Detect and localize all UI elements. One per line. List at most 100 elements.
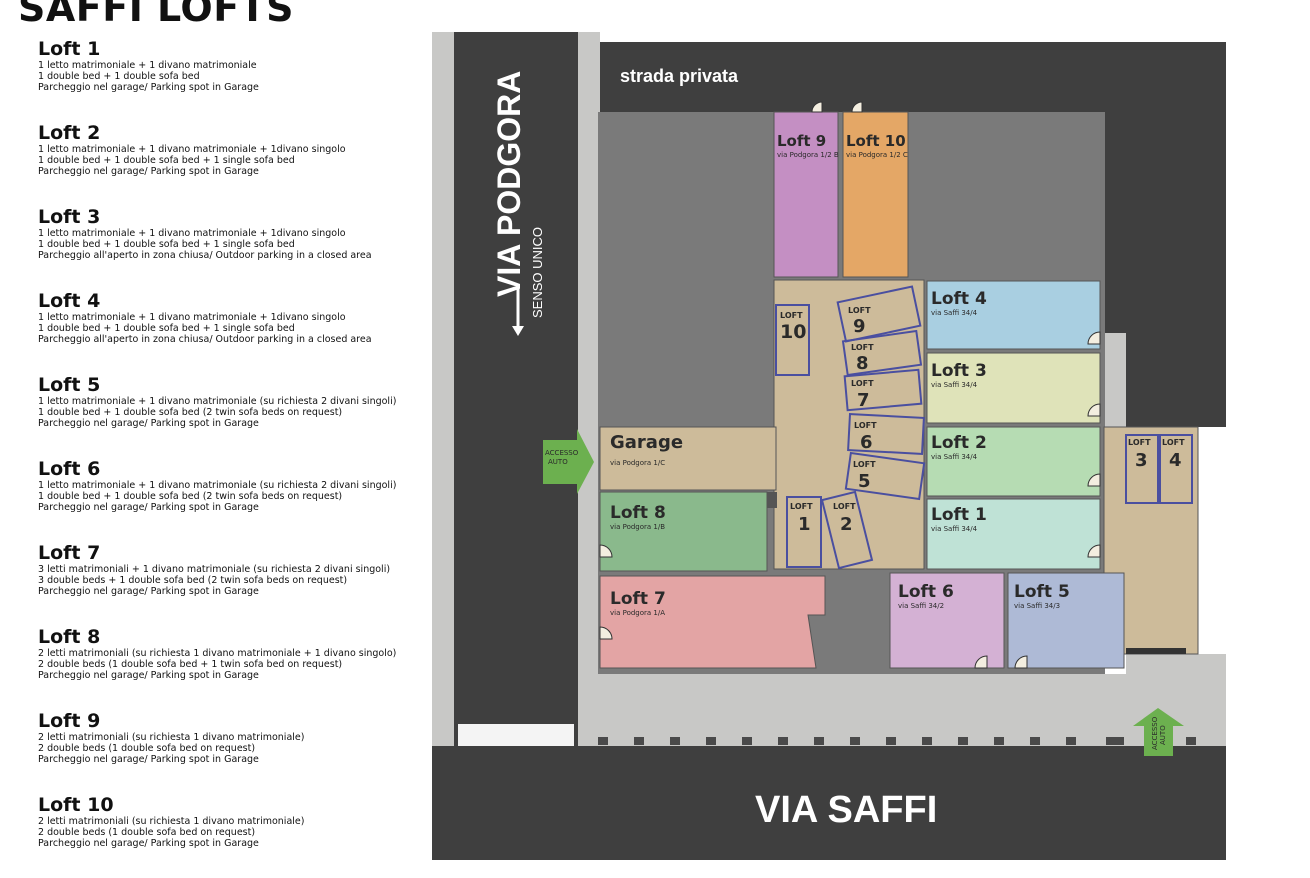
loft-entry-detail: Parcheggio nel garage/ Parking spot in G… [38,586,259,597]
door-icon [1087,473,1101,487]
loft-5-address: via Saffi 34/3 [1014,602,1060,610]
loft-entry-detail: 1 double bed + 1 double sofa bed + 1 sin… [38,239,295,250]
parking-spots [775,285,1193,570]
spot-5-number: 5 [858,471,871,492]
loft-entry-name: Loft 5 [38,374,101,396]
loft-9-label: Loft 9 [777,132,826,150]
door-icon [974,655,988,669]
loft-entry-detail: 3 letti matrimoniali + 1 divano matrimon… [38,564,391,575]
loft-entry-detail: Parcheggio nel garage/ Parking spot in G… [38,670,259,681]
loft-10-address: via Podgora 1/2 C [846,151,908,159]
unit-loft-1 [926,498,1101,570]
loft-entry-detail: Parcheggio nel garage/ Parking spot in G… [38,82,259,93]
garage-label: Garage [610,432,683,453]
loft-entry-name: Loft 4 [38,290,101,312]
spot-6-number: 6 [860,432,873,453]
loft-entry-detail: 1 letto matrimoniale + 1 divano matrimon… [38,480,397,491]
spot-7-word: LOFT [851,379,874,388]
door-icon [1014,655,1028,669]
courtyard-wall [1105,333,1126,427]
unit-loft-4 [926,280,1101,350]
spot-4-number: 4 [1169,450,1182,471]
sidewalk-west [432,32,454,746]
spot-3-number: 3 [1135,450,1148,471]
loft-1-address: via Saffi 34/4 [931,525,978,533]
sidewalk-south [578,674,1226,746]
garage-address: via Podgora 1/C [610,459,665,467]
accesso-auto-west-arrow-icon [543,429,594,494]
parking-spot-labels: LOFT 10 LOFT 9 LOFT 8 LOFT 7 LOFT 6 LOFT… [780,306,1185,535]
loft-entry-detail: 3 double beds + 1 double sofa bed (2 twi… [38,575,348,586]
loft-entry-detail: 1 double bed + 1 double sofa bed + 1 sin… [38,155,295,166]
spot-5-word: LOFT [853,460,876,469]
loft-entry-name: Loft 10 [38,794,114,816]
loft-6-address: via Saffi 34/2 [898,602,944,610]
loft-entry-detail: Parcheggio nel garage/ Parking spot in G… [38,838,259,849]
door-icon [811,101,823,113]
door-icon [599,544,613,558]
loft-entry-detail: Parcheggio all'aperto in zona chiusa/ Ou… [38,250,372,261]
loft-entry-detail: Parcheggio nel garage/ Parking spot in G… [38,754,259,765]
loft-entry-name: Loft 3 [38,206,101,228]
senso-unico-label: SENSO UNICO [530,227,545,318]
loft-entry-detail: 1 double bed + 1 double sofa bed (2 twin… [38,407,343,418]
loft-2-address: via Saffi 34/4 [931,453,978,461]
loft-5-label: Loft 5 [1014,582,1070,602]
loft-6-label: Loft 6 [898,582,954,602]
unit-loft-3 [926,352,1101,424]
door-icon [1087,403,1101,417]
spot-4-word: LOFT [1162,438,1185,447]
unit-loft-8 [599,491,768,572]
page-title: SAFFI LOFTS [18,0,294,30]
loft-8-address: via Podgora 1/B [610,523,665,531]
spot-9-number: 9 [853,316,866,337]
loft-entry-detail: Parcheggio nel garage/ Parking spot in G… [38,502,259,513]
loft-entry-name: Loft 8 [38,626,101,648]
unit-loft-2 [926,426,1101,497]
via-saffi-road [432,746,1226,860]
sidewalk-corner [1126,654,1226,676]
loft-entry-detail: 1 double bed + 1 double sofa bed (2 twin… [38,491,343,502]
accesso-auto-west-label: ACCESSO [545,449,579,457]
loft-entry-detail: 1 double bed + 1 double sofa bed [38,71,200,82]
loft-entry-detail: 1 letto matrimoniale + 1 divano matrimon… [38,396,397,407]
spot-8-number: 8 [856,353,869,374]
spot-10-number: 10 [780,321,806,343]
loft-entry-detail: 2 letti matrimoniali (su richiesta 1 div… [38,648,397,659]
loft-10-label: Loft 10 [846,132,906,150]
loft-entry-detail: 1 letto matrimoniale + 1 divano matrimon… [38,312,346,323]
unit-loft-9 [773,111,839,278]
loft-9-address: via Podgora 1/2 B [777,151,839,159]
loft-8-label: Loft 8 [610,503,666,523]
loft-entry-name: Loft 2 [38,122,101,144]
sidewalk-patch [458,724,574,746]
loft-1-label: Loft 1 [931,505,987,525]
loft-7-address: via Podgora 1/A [610,609,665,617]
accesso-auto-south-label-2: AUTO [1159,725,1167,745]
loft-3-label: Loft 3 [931,361,987,381]
bollards [598,737,1196,745]
loft-entry-detail: Parcheggio nel garage/ Parking spot in G… [38,418,259,429]
loft-4-address: via Saffi 34/4 [931,309,978,317]
garage [599,426,777,491]
spot-8-word: LOFT [851,343,874,352]
spot-2-number: 2 [840,514,853,535]
door-icon [851,101,863,113]
loft-entry-name: Loft 7 [38,542,101,564]
door-icon [599,626,613,640]
strada-privata-label: strada privata [620,66,739,86]
loft-entry-detail: 2 letti matrimoniali (su richiesta 1 div… [38,816,305,827]
loft-4-label: Loft 4 [931,289,987,309]
loft-entry-detail: 1 letto matrimoniale + 1 divano matrimon… [38,60,257,71]
loft-entry-name: Loft 1 [38,38,101,60]
loft-entry-detail: Parcheggio nel garage/ Parking spot in G… [38,166,259,177]
loft-entry-name: Loft 6 [38,458,101,480]
unit-loft-7 [599,575,826,669]
pillar [767,492,777,508]
loft-entry-detail: 1 double bed + 1 double sofa bed + 1 sin… [38,323,295,334]
